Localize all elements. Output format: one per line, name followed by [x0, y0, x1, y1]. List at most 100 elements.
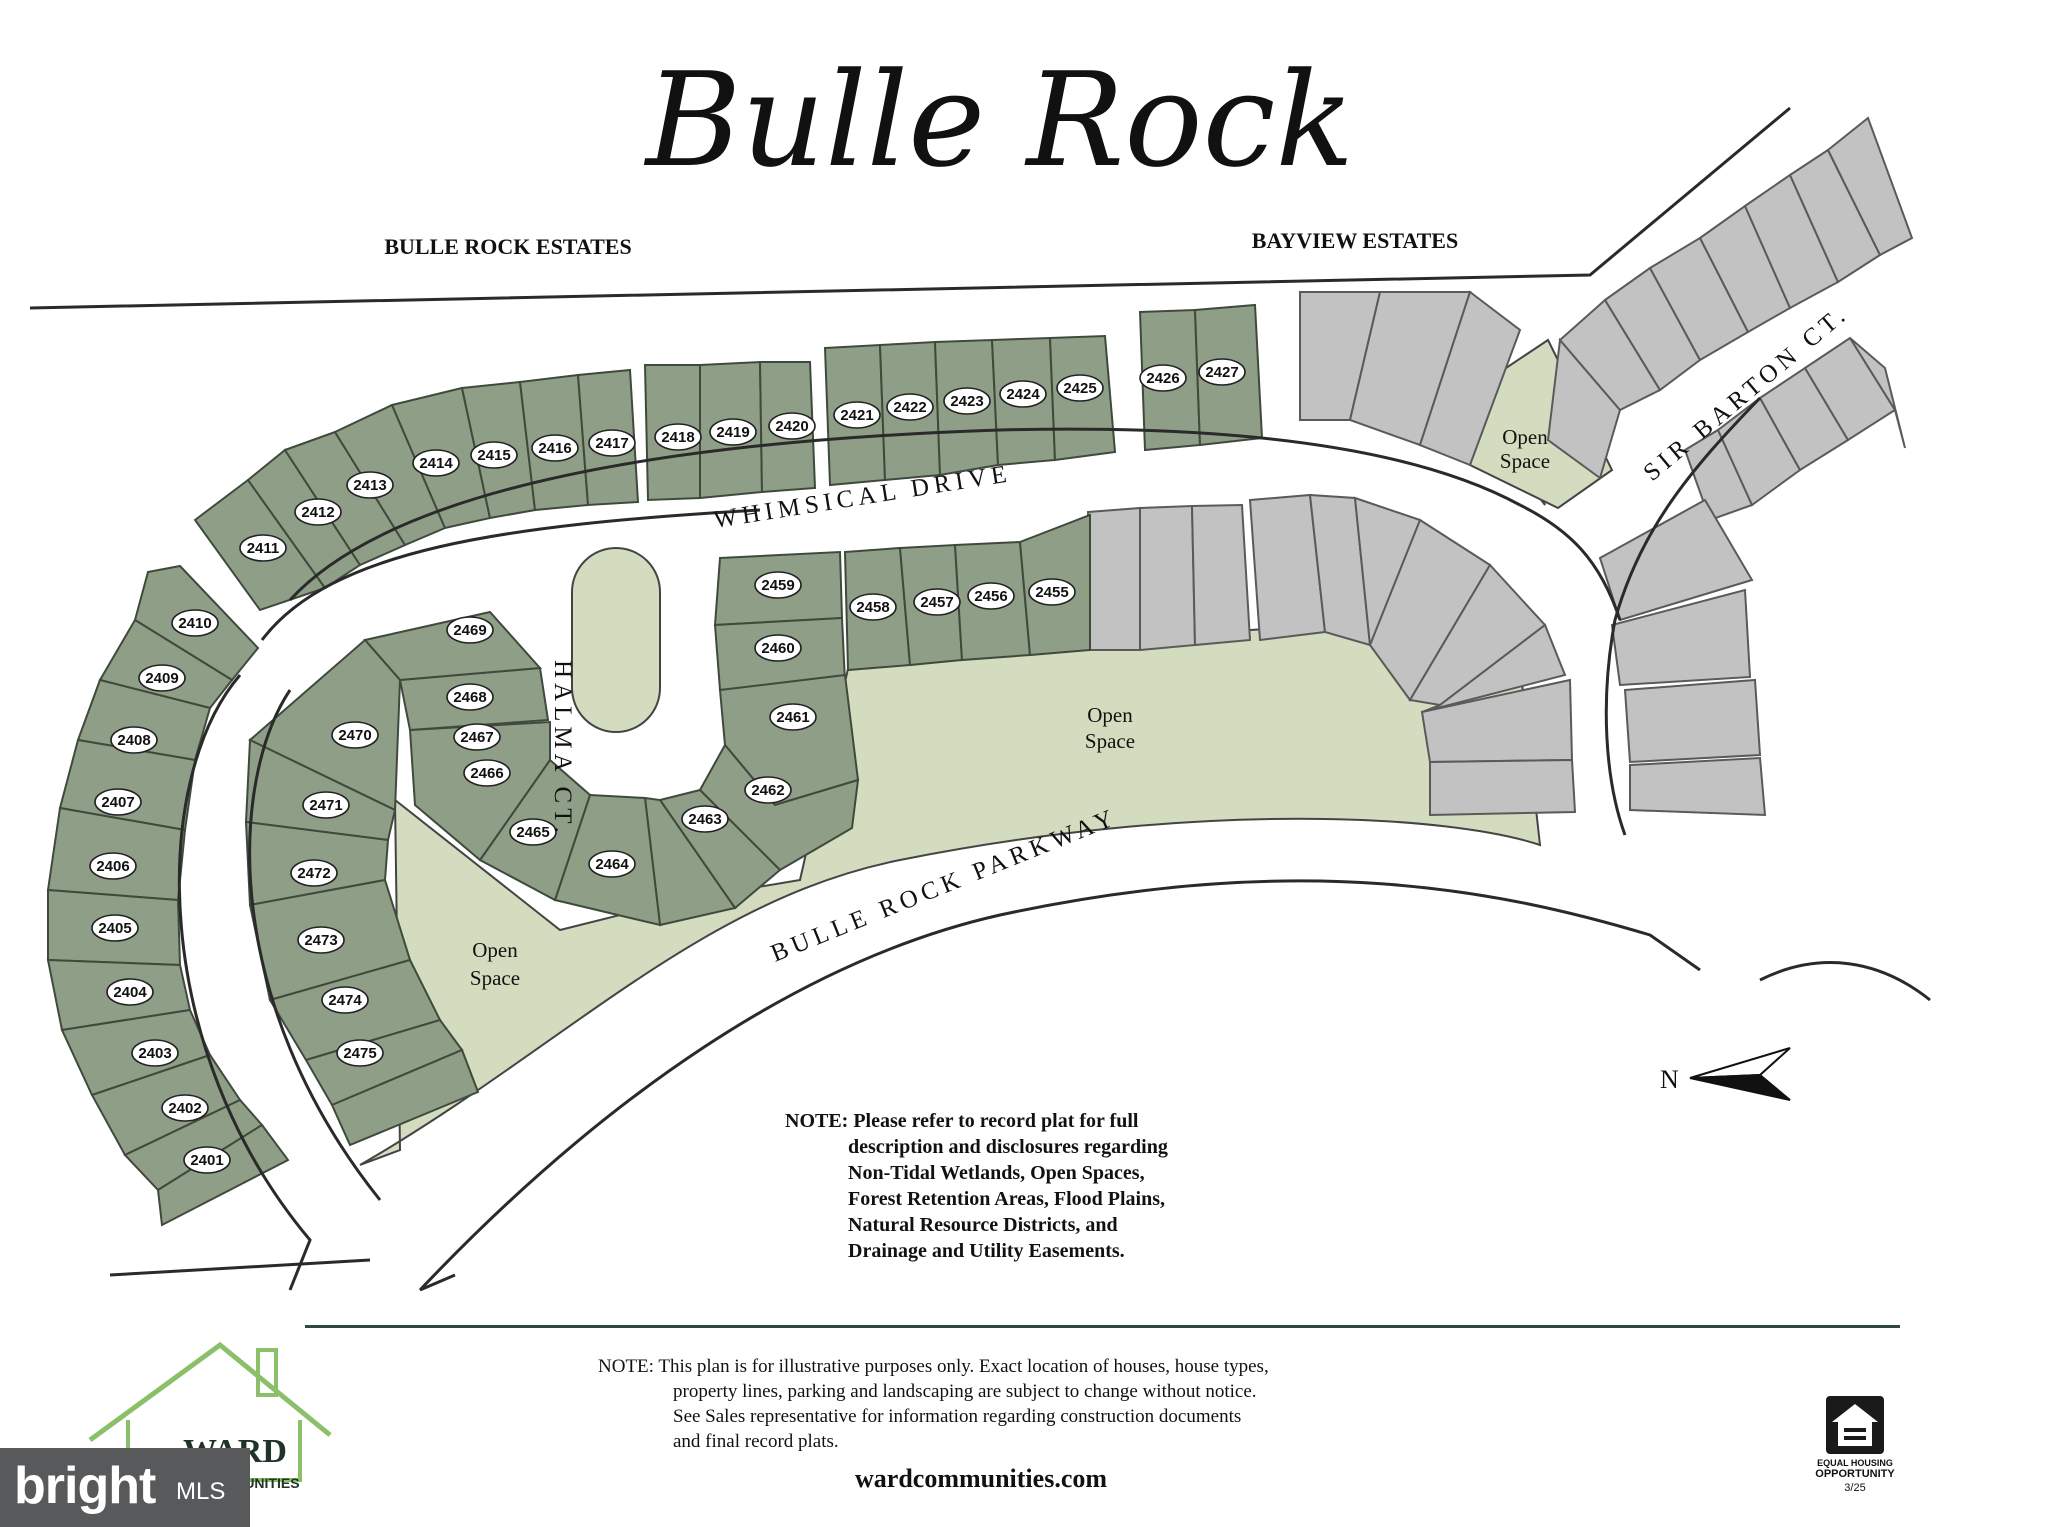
equal-housing-badge: EQUAL HOUSING OPPORTUNITY 3/25 [1804, 1396, 1906, 1494]
lot-label-oval [412, 449, 460, 477]
equal-housing-line2: OPPORTUNITY [1815, 1468, 1895, 1480]
lot-label: 2458 [849, 593, 897, 621]
lot-label-oval [849, 593, 897, 621]
lot-label-oval [346, 471, 394, 499]
lot-label: 2460 [754, 634, 802, 662]
lot-number: 2457 [920, 594, 953, 611]
lot-label-oval [754, 571, 802, 599]
future-lots [1086, 116, 1914, 817]
lot-label-oval [336, 1039, 384, 1067]
lot-label: 2416 [531, 434, 579, 462]
lot-label: 2415 [470, 441, 518, 469]
lot-label: 2411 [239, 534, 287, 562]
lot-label: 2421 [833, 401, 881, 429]
lot-label-oval [833, 401, 881, 429]
plat-note-line: Drainage and Utility Easements. [848, 1240, 1125, 1262]
lot-label-oval [106, 978, 154, 1006]
map-title: Bulle Rock [644, 44, 1354, 196]
lot-label: 2457 [913, 588, 961, 616]
open-space-label-west-line1: Open [472, 938, 518, 962]
lot-label-oval [681, 805, 729, 833]
lot-label-oval [1056, 374, 1104, 402]
lot-label: 2470 [331, 721, 379, 749]
lot-label: 2419 [709, 418, 757, 446]
lot-label: 2464 [588, 850, 636, 878]
lot-label: 2466 [463, 759, 511, 787]
lot-label-oval [588, 850, 636, 878]
lot-number: 2402 [168, 1100, 201, 1117]
lot-number: 2423 [950, 393, 983, 410]
lot-number: 2411 [247, 540, 280, 557]
lot-label: 2456 [967, 582, 1015, 610]
lot-label: 2425 [1056, 374, 1104, 402]
north-arrow-icon: N [1660, 1047, 1791, 1101]
lot-label-oval [768, 412, 816, 440]
lot-label: 2409 [138, 664, 186, 692]
lot-number: 2467 [460, 729, 493, 746]
lot-label-oval [999, 380, 1047, 408]
website-link[interactable]: wardcommunities.com [855, 1464, 1108, 1493]
lot-number: 2470 [338, 727, 371, 744]
plan-note-line: See Sales representative for information… [673, 1406, 1242, 1427]
lot-number: 2412 [301, 504, 334, 521]
lot-label-oval [183, 1146, 231, 1174]
lot-label-oval [886, 393, 934, 421]
lot-label: 2473 [297, 926, 345, 954]
plan-note-line: and final record plats. [673, 1431, 839, 1452]
lot-number: 2427 [1205, 364, 1238, 381]
lot-label: 2417 [588, 429, 636, 457]
lot-label: 2413 [346, 471, 394, 499]
lot-number: 2422 [893, 399, 926, 416]
lot-label-oval [453, 723, 501, 751]
lot-label-oval [138, 664, 186, 692]
lot-label: 2401 [183, 1146, 231, 1174]
plan-date: 3/25 [1844, 1482, 1866, 1494]
lot-number: 2407 [101, 794, 134, 811]
lot-label: 2414 [412, 449, 460, 477]
lot-number: 2406 [96, 858, 129, 875]
lot-number: 2421 [840, 407, 873, 424]
lot-label: 2404 [106, 978, 154, 1006]
lot-label-oval [913, 588, 961, 616]
lot-label-oval [769, 703, 817, 731]
lot-label: 2459 [754, 571, 802, 599]
lot-label-oval [509, 818, 557, 846]
lot-number: 2408 [117, 732, 150, 749]
lot-label-oval [967, 582, 1015, 610]
lot-number: 2471 [309, 797, 342, 814]
lot-label: 2423 [943, 387, 991, 415]
lot-label: 2412 [294, 498, 342, 526]
lot-label: 2475 [336, 1039, 384, 1067]
open-space-label-north-line1: Open [1502, 425, 1548, 449]
lot-number: 2409 [145, 670, 178, 687]
lot-label: 2462 [744, 776, 792, 804]
lot-label: 2455 [1028, 578, 1076, 606]
bayview-estates-label: BAYVIEW ESTATES [1252, 228, 1458, 253]
lot-number: 2474 [328, 992, 362, 1009]
lot-label-oval [463, 759, 511, 787]
lot-label: 2405 [91, 914, 139, 942]
lot-number: 2410 [178, 615, 211, 632]
lot-number: 2462 [751, 782, 784, 799]
lot-number: 2464 [595, 856, 629, 873]
lot-label-oval [161, 1094, 209, 1122]
lot-label-oval [297, 926, 345, 954]
lot-label-oval [588, 429, 636, 457]
lot-label: 2427 [1198, 358, 1246, 386]
lot-label-oval [754, 634, 802, 662]
lot-number: 2455 [1035, 584, 1068, 601]
lot-label: 2472 [290, 859, 338, 887]
lot-number: 2416 [538, 440, 571, 457]
lot-number: 2463 [688, 811, 721, 828]
lot-label: 2408 [110, 726, 158, 754]
lot-number: 2426 [1146, 370, 1179, 387]
lot-label-oval [89, 852, 137, 880]
lot-number: 2469 [453, 622, 486, 639]
lot-label-oval [709, 418, 757, 446]
plat-note-line: NOTE: Please refer to record plat for fu… [785, 1110, 1139, 1132]
lot-label-oval [331, 721, 379, 749]
lot-number: 2420 [775, 418, 808, 435]
lot-number: 2459 [761, 577, 794, 594]
lot-number: 2413 [353, 477, 386, 494]
plat-note-line: Natural Resource Districts, and [848, 1214, 1118, 1236]
